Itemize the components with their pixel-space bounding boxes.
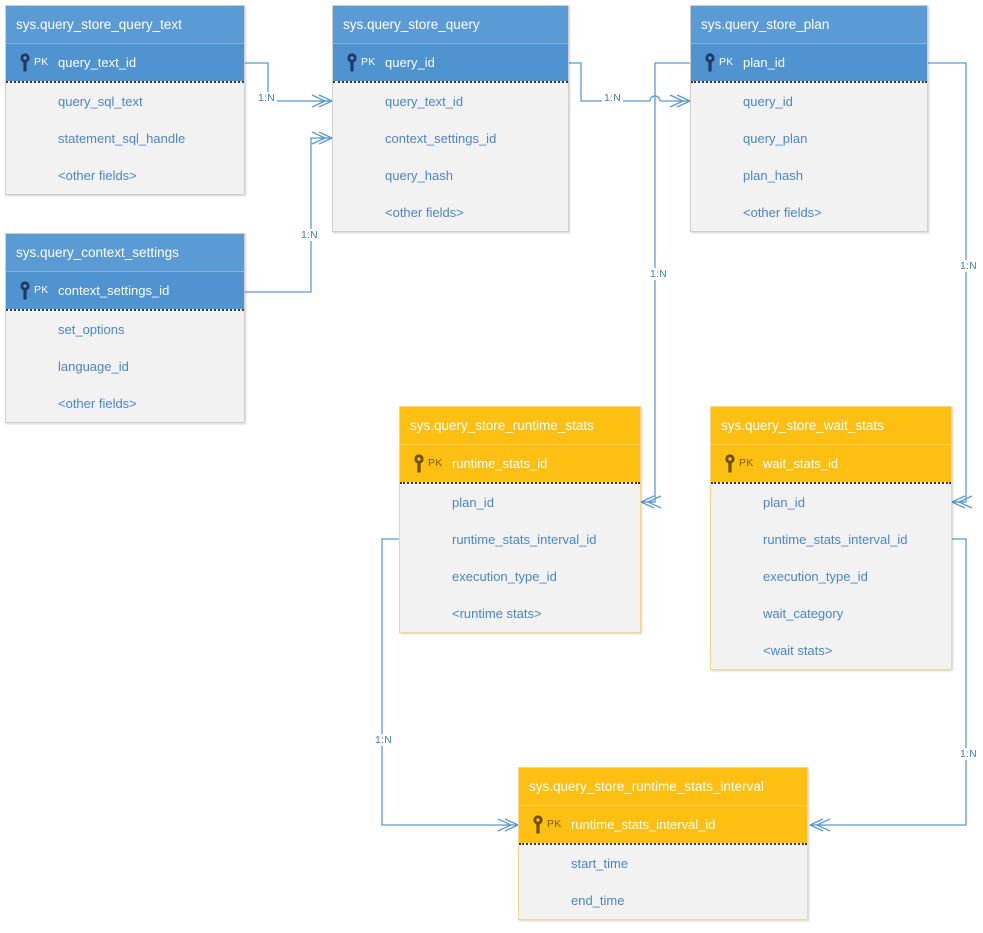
- pk-abbrev: PK: [719, 56, 734, 68]
- field-row: <other fields>: [58, 396, 137, 411]
- field-row: plan_id: [763, 495, 805, 510]
- pk-field-name: runtime_stats_id: [452, 456, 548, 471]
- entity-title: sys.query_store_plan: [691, 6, 927, 44]
- entity-query-store-runtime-stats[interactable]: sys.query_store_runtime_stats PK runtime…: [399, 406, 641, 633]
- entity-pk-row: PK runtime_stats_id: [400, 445, 640, 482]
- field-row: query_plan: [743, 131, 808, 146]
- entity-query-store-runtime-stats-interval[interactable]: sys.query_store_runtime_stats_interval P…: [518, 767, 808, 920]
- pk-field-name: runtime_stats_interval_id: [571, 817, 716, 832]
- entity-title: sys.query_store_query_text: [6, 6, 244, 44]
- field-row: runtime_stats_interval_id: [763, 532, 908, 547]
- field-row: query_text_id: [385, 94, 464, 109]
- field-row: wait_category: [763, 606, 844, 621]
- entity-field-list: query_id query_plan plan_hash <other fie…: [691, 81, 927, 231]
- field-row: <other fields>: [743, 205, 822, 220]
- field-row: <wait stats>: [763, 643, 833, 658]
- field-row: set_options: [58, 322, 125, 337]
- field-row: language_id: [58, 359, 129, 374]
- pk-field-name: query_text_id: [58, 55, 137, 70]
- field-row: end_time: [571, 893, 625, 908]
- relationship-label-interval-to-runtime-stats: 1:N: [373, 734, 394, 746]
- field-row: execution_type_id: [452, 569, 557, 584]
- entity-pk-row: PK query_text_id: [6, 44, 244, 81]
- field-row: runtime_stats_interval_id: [452, 532, 597, 547]
- entity-title: sys.query_store_runtime_stats: [400, 407, 640, 445]
- relationship-query-to-plan: [569, 62, 691, 108]
- field-row: statement_sql_handle: [58, 131, 186, 146]
- relationship-label-interval-to-wait-stats: 1:N: [958, 748, 979, 760]
- pk-field-name: plan_id: [743, 55, 785, 70]
- entity-title: sys.query_context_settings: [6, 234, 244, 272]
- entity-query-context-settings[interactable]: sys.query_context_settings PK context_se…: [5, 233, 245, 423]
- relationship-label-context-settings-to-query: 1:N: [299, 229, 320, 241]
- entity-title: sys.query_store_query: [333, 6, 568, 44]
- entity-pk-row: PK wait_stats_id: [711, 445, 951, 482]
- key-icon: [414, 454, 424, 473]
- entity-title: sys.query_store_wait_stats: [711, 407, 951, 445]
- pk-abbrev: PK: [428, 457, 443, 469]
- relationship-label-query-to-plan: 1:N: [602, 92, 623, 104]
- entity-title: sys.query_store_runtime_stats_interval: [519, 768, 807, 806]
- field-row: query_hash: [385, 168, 453, 183]
- field-row: query_sql_text: [58, 94, 143, 109]
- entity-field-list: set_options language_id <other fields>: [6, 309, 244, 422]
- entity-pk-row: PK runtime_stats_interval_id: [519, 806, 807, 843]
- field-row: context_settings_id: [385, 131, 497, 146]
- entity-pk-row: PK query_id: [333, 44, 568, 81]
- relationship-label-plan-to-wait-stats: 1:N: [958, 260, 979, 272]
- relationship-plan-to-runtime-stats: [640, 62, 690, 509]
- pk-field-name: context_settings_id: [58, 283, 170, 298]
- pk-abbrev: PK: [34, 56, 49, 68]
- key-icon: [533, 815, 543, 834]
- entity-query-store-plan[interactable]: sys.query_store_plan PK plan_id query_id…: [690, 5, 928, 232]
- entity-field-list: plan_id runtime_stats_interval_id execut…: [711, 482, 951, 669]
- field-row: plan_id: [452, 495, 494, 510]
- key-icon: [347, 53, 357, 72]
- entity-pk-row: PK plan_id: [691, 44, 927, 81]
- relationship-label-query-text-to-query: 1:N: [256, 92, 277, 104]
- field-row: execution_type_id: [763, 569, 868, 584]
- pk-abbrev: PK: [34, 284, 49, 296]
- field-row: <runtime stats>: [452, 606, 542, 621]
- entity-field-list: start_time end_time: [519, 843, 807, 919]
- pk-abbrev: PK: [547, 818, 562, 830]
- key-icon: [725, 454, 735, 473]
- entity-pk-row: PK context_settings_id: [6, 272, 244, 309]
- entity-field-list: query_text_id context_settings_id query_…: [333, 81, 568, 231]
- entity-query-store-query-text[interactable]: sys.query_store_query_text PK query_text…: [5, 5, 245, 195]
- key-icon: [20, 53, 30, 72]
- key-icon: [20, 281, 30, 300]
- field-row: plan_hash: [743, 168, 803, 183]
- pk-abbrev: PK: [361, 56, 376, 68]
- field-row: query_id: [743, 94, 793, 109]
- pk-field-name: wait_stats_id: [763, 456, 839, 471]
- field-row: <other fields>: [58, 168, 137, 183]
- relationship-label-plan-to-runtime-stats: 1:N: [648, 268, 669, 280]
- pk-field-name: query_id: [385, 55, 435, 70]
- relationship-context-settings-to-query: [245, 131, 333, 293]
- entity-field-list: plan_id runtime_stats_interval_id execut…: [400, 482, 640, 632]
- entity-query-store-wait-stats[interactable]: sys.query_store_wait_stats PK wait_stats…: [710, 406, 952, 670]
- key-icon: [705, 53, 715, 72]
- field-row: start_time: [571, 856, 629, 871]
- entity-field-list: query_sql_text statement_sql_handle <oth…: [6, 81, 244, 194]
- field-row: <other fields>: [385, 205, 464, 220]
- pk-abbrev: PK: [739, 457, 754, 469]
- entity-query-store-query[interactable]: sys.query_store_query PK query_id query_…: [332, 5, 569, 232]
